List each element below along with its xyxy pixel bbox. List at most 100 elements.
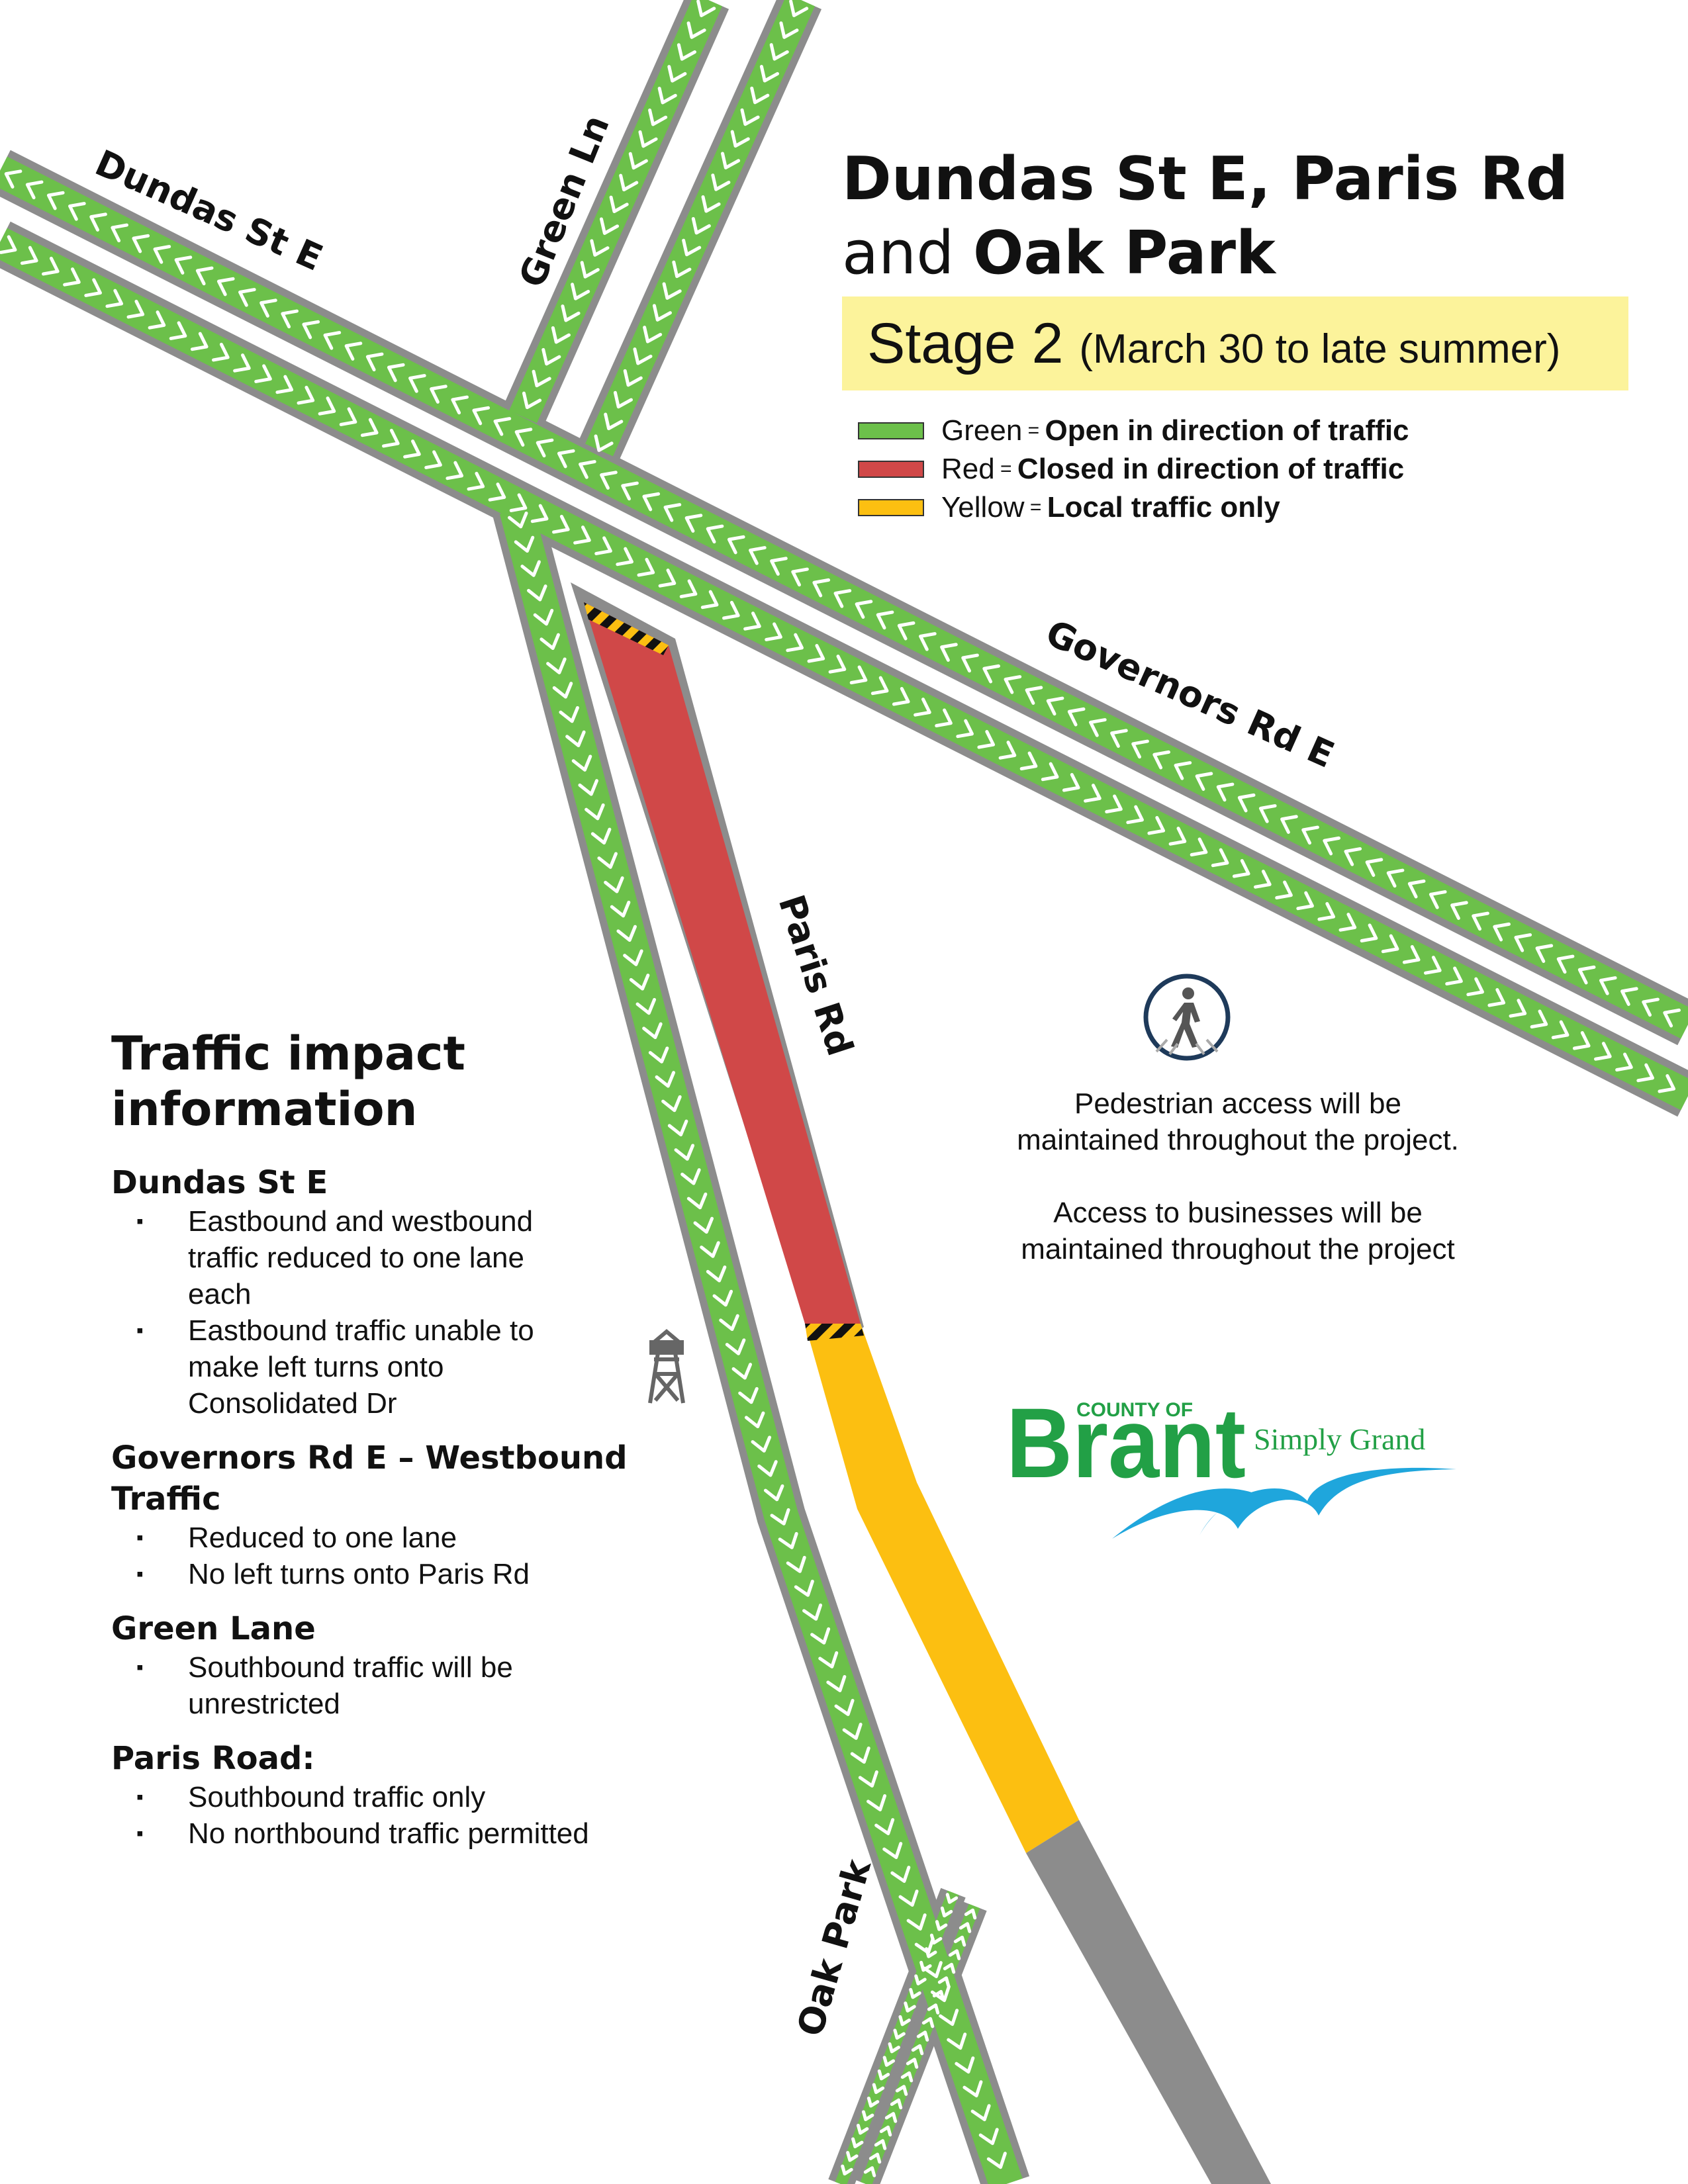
chevron bbox=[882, 2056, 896, 2067]
chevron bbox=[1190, 837, 1208, 857]
chevron bbox=[943, 1962, 956, 1974]
green-ln-northbound-chevrons bbox=[594, 0, 809, 452]
chevron bbox=[1472, 911, 1489, 931]
chevron bbox=[680, 1168, 701, 1185]
chevron bbox=[663, 503, 682, 522]
chevron bbox=[706, 1265, 727, 1283]
chevron bbox=[594, 434, 614, 452]
chevron bbox=[238, 288, 256, 307]
chevron bbox=[89, 212, 107, 232]
pedestrian-icon bbox=[1143, 974, 1231, 1061]
legend-swatch bbox=[858, 461, 924, 478]
info-bullet-item: Southbound traffic will be unrestricted bbox=[111, 1649, 612, 1722]
chevron bbox=[642, 492, 661, 512]
chevron bbox=[833, 589, 852, 608]
chevron bbox=[635, 997, 657, 1015]
chevron bbox=[1019, 751, 1038, 771]
chevron bbox=[643, 326, 663, 343]
chevron bbox=[791, 567, 809, 587]
oak-park-b-chevrons bbox=[863, 1908, 977, 2177]
chevron bbox=[662, 282, 682, 300]
chevron bbox=[691, 216, 711, 235]
chevron bbox=[937, 1976, 951, 1987]
chevron bbox=[744, 1411, 765, 1429]
chevron bbox=[1296, 891, 1314, 911]
chevron bbox=[652, 304, 672, 322]
chevron bbox=[935, 1920, 948, 1931]
chevron bbox=[765, 622, 782, 641]
chevron bbox=[190, 332, 209, 351]
chevron bbox=[169, 321, 187, 340]
chevron bbox=[571, 754, 592, 772]
chevron bbox=[559, 705, 579, 723]
legend-color-name: Yellow bbox=[941, 491, 1025, 523]
green-ln-southbound-chevrons bbox=[522, 0, 716, 410]
chevron bbox=[826, 1675, 847, 1692]
chevron bbox=[68, 202, 86, 221]
chevron bbox=[872, 2083, 885, 2095]
chevron bbox=[408, 374, 426, 393]
chevron bbox=[275, 375, 294, 394]
chevron bbox=[302, 320, 320, 340]
legend-swatch bbox=[858, 499, 924, 516]
county-of-brant-logo: COUNTY OF Brant Simply Grand bbox=[1006, 1387, 1456, 1539]
chevron bbox=[42, 256, 60, 276]
chevron bbox=[1275, 880, 1293, 900]
chevron bbox=[648, 108, 668, 126]
chevron bbox=[1530, 1009, 1548, 1029]
chevron bbox=[779, 21, 799, 39]
info-section-title: Governors Rd E – Westbound Traffic bbox=[111, 1439, 628, 1518]
chevron bbox=[700, 590, 719, 610]
chevron bbox=[722, 600, 740, 620]
water-tower-icon bbox=[648, 1329, 685, 1404]
chevron bbox=[580, 261, 600, 279]
chevron bbox=[561, 304, 581, 322]
legend-equals: = bbox=[1022, 420, 1045, 441]
chevron bbox=[719, 1314, 739, 1332]
chevron bbox=[738, 1387, 759, 1404]
chevron bbox=[1168, 827, 1187, 846]
chevron bbox=[1323, 836, 1340, 856]
chevron bbox=[947, 2032, 967, 2050]
chevron bbox=[387, 363, 405, 383]
chevron bbox=[890, 2098, 903, 2110]
chevron bbox=[551, 326, 571, 344]
info-bullet-item: Eastbound and westbound traffic reduced … bbox=[111, 1203, 585, 1312]
chevron bbox=[841, 2164, 853, 2176]
chevron bbox=[0, 235, 17, 254]
chevron bbox=[810, 1627, 831, 1645]
chevron bbox=[1147, 815, 1166, 835]
chevron bbox=[1067, 707, 1086, 727]
legend-meaning: Closed in direction of traffic bbox=[1017, 453, 1405, 485]
chevron bbox=[522, 391, 542, 410]
chevron bbox=[849, 665, 868, 685]
chevron bbox=[111, 223, 128, 243]
chevron bbox=[870, 676, 889, 696]
chevron bbox=[925, 1947, 937, 1958]
chevron bbox=[259, 298, 277, 318]
chevron bbox=[105, 289, 124, 308]
logo-county-of: COUNTY OF bbox=[1076, 1399, 1193, 1421]
chevron bbox=[828, 655, 847, 674]
legend-row-green: Green = Open in direction of traffic bbox=[858, 412, 1409, 450]
chevron bbox=[1402, 944, 1421, 964]
chevron bbox=[1386, 868, 1405, 888]
chevron bbox=[1445, 966, 1463, 986]
chevron bbox=[1658, 1073, 1676, 1093]
chevron bbox=[344, 341, 363, 361]
chevron bbox=[725, 1338, 746, 1355]
chevron bbox=[684, 514, 703, 533]
chevron bbox=[597, 852, 618, 869]
chevron bbox=[382, 428, 400, 448]
chevron bbox=[721, 152, 741, 169]
chevron bbox=[1046, 696, 1064, 716]
chevron bbox=[874, 2139, 887, 2150]
chevron bbox=[1450, 901, 1468, 920]
legend-equals: = bbox=[1024, 496, 1047, 518]
chevron bbox=[1258, 804, 1277, 823]
chevron bbox=[619, 173, 639, 192]
chevron bbox=[657, 87, 677, 105]
